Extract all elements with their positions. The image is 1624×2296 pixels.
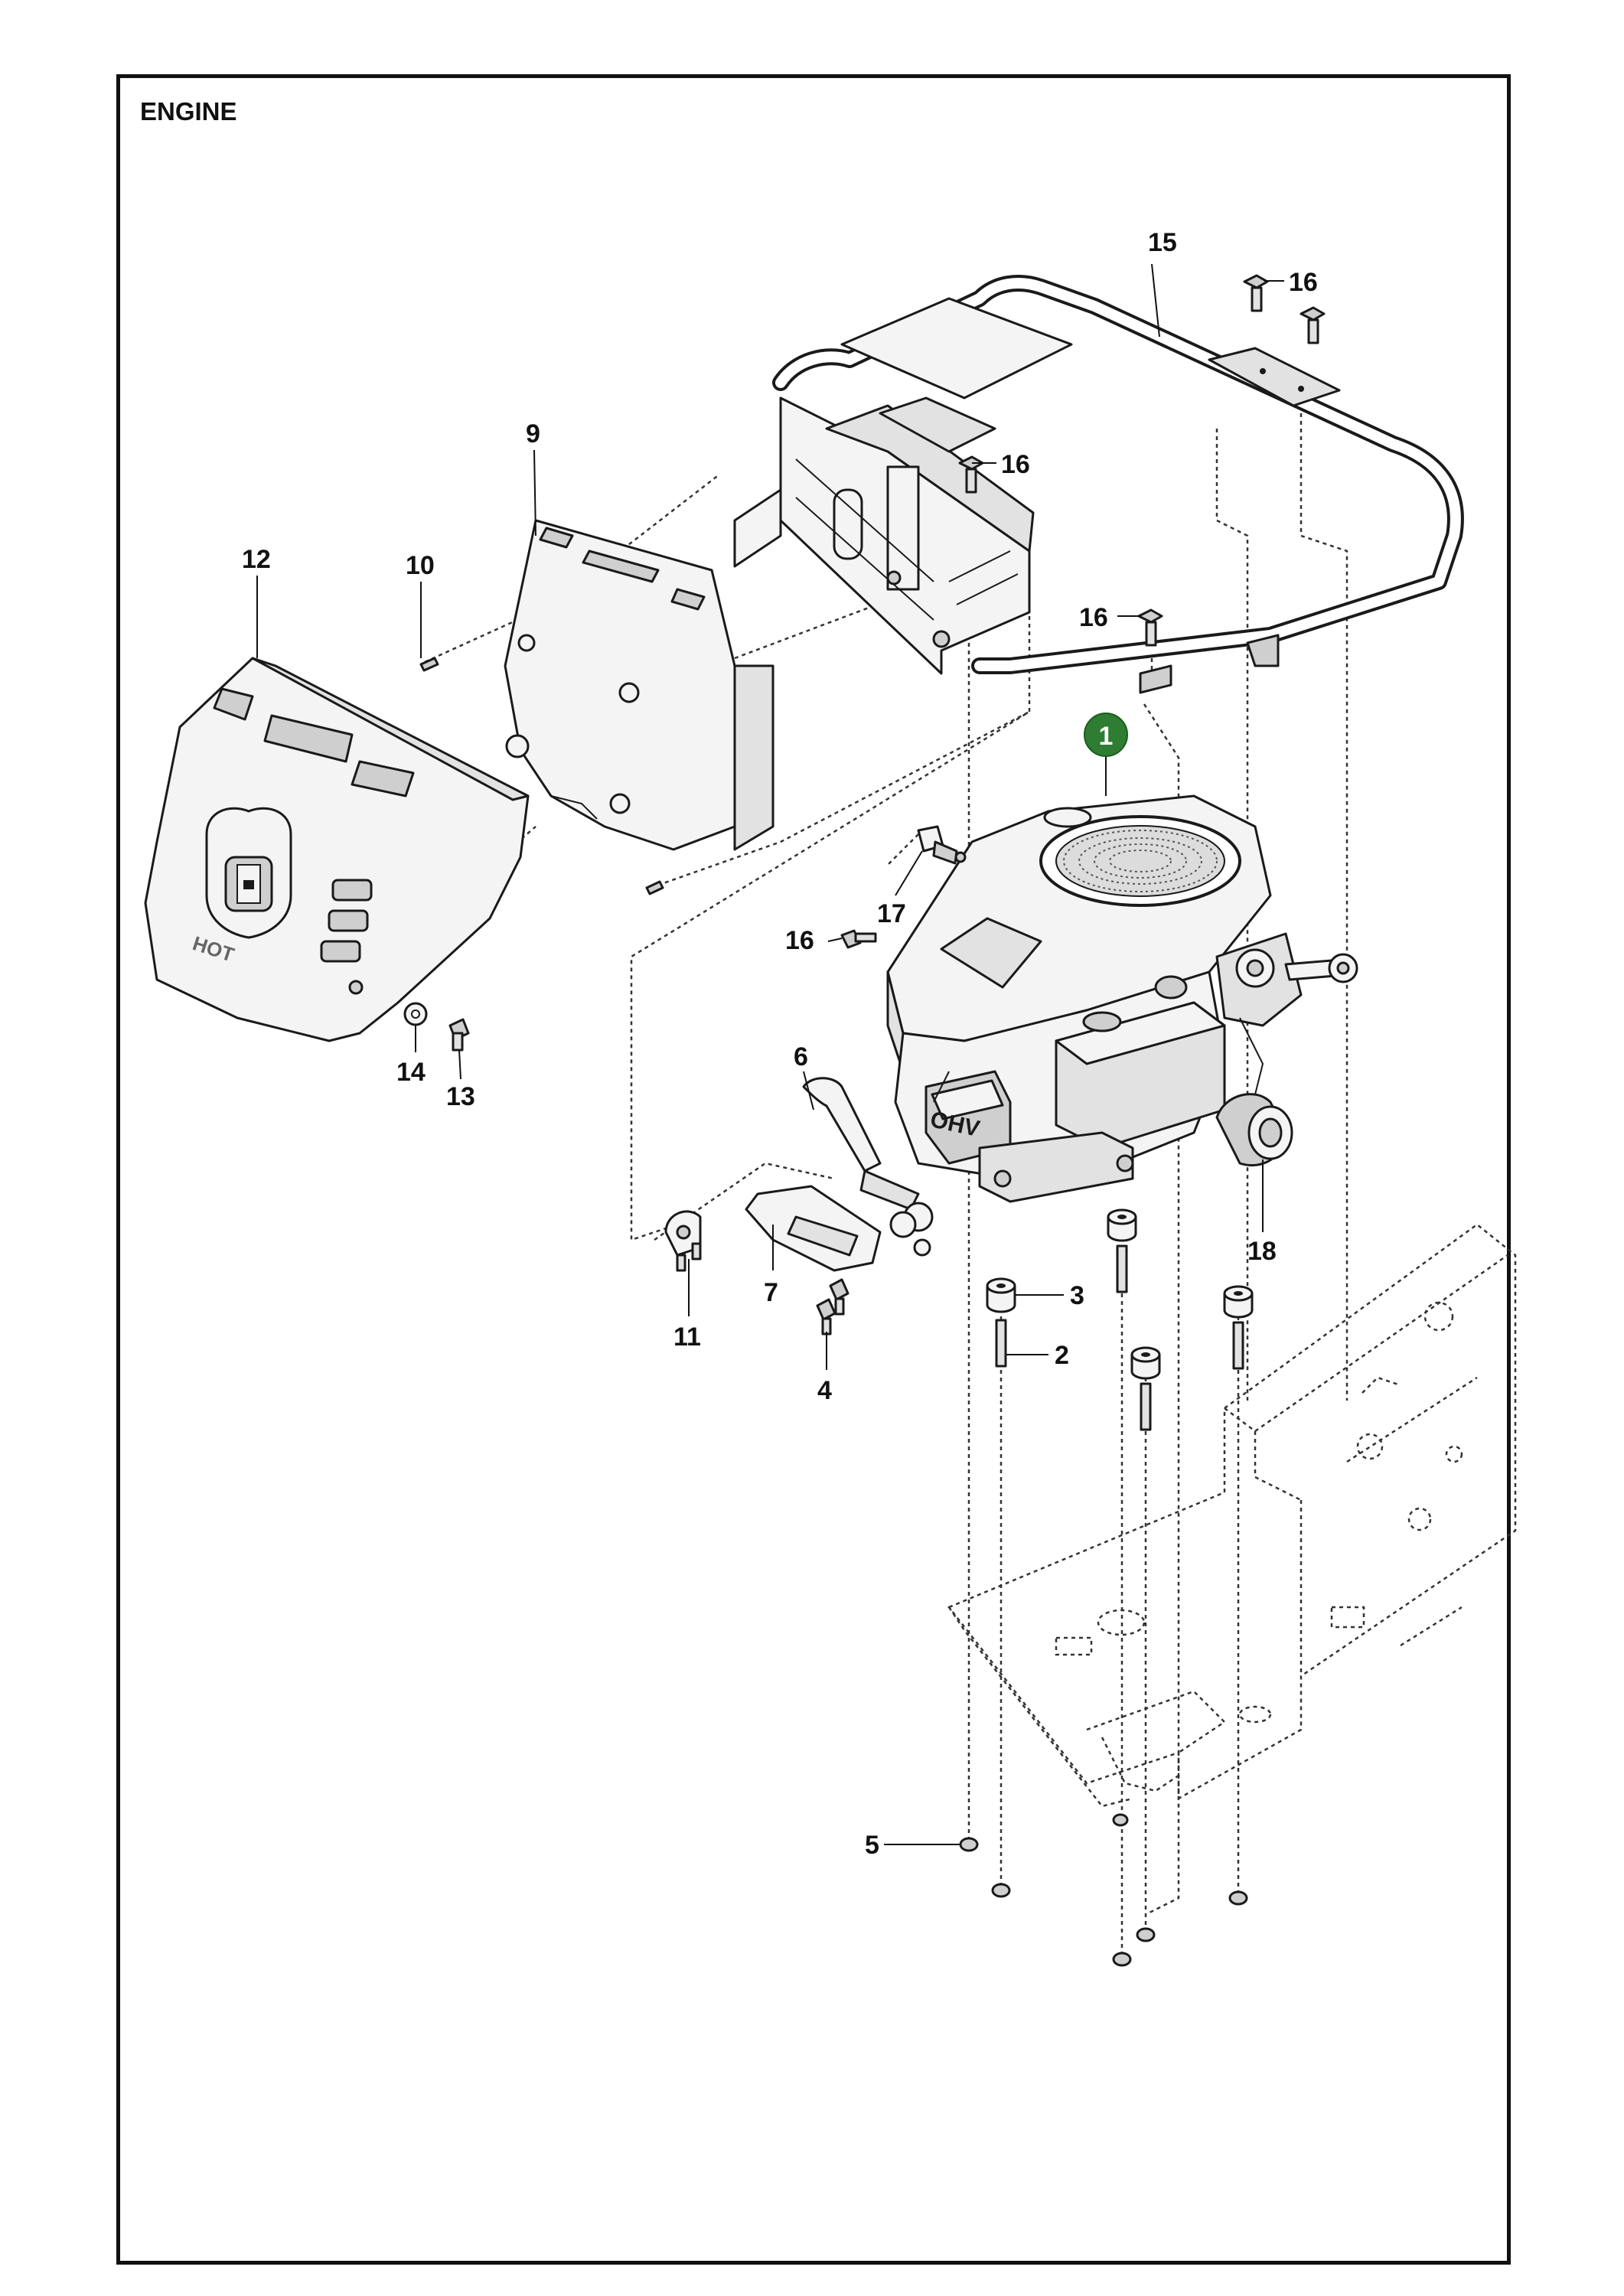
callout-13: 13 xyxy=(446,1082,475,1111)
part-4-screws xyxy=(816,1278,850,1336)
spacers-studs-nuts xyxy=(959,1208,1254,1967)
callout-11: 11 xyxy=(673,1322,701,1352)
callout-12: 12 xyxy=(242,545,271,574)
callout-labels: 15 16 16 16 16 9 12 10 17 14 13 6 18 3 2… xyxy=(242,228,1318,1860)
callout-9: 9 xyxy=(526,419,540,448)
callout-leader-lines xyxy=(256,263,1284,1845)
section-title: ENGINE xyxy=(140,97,237,126)
bolts-16 xyxy=(840,274,1326,949)
part-7-guard xyxy=(745,1185,934,1272)
callout-15: 15 xyxy=(1148,228,1177,257)
part-15-bumper-frame xyxy=(772,275,1464,694)
part-9-inner-cover xyxy=(504,519,774,851)
callout-10: 10 xyxy=(406,551,435,580)
callout-6: 6 xyxy=(794,1042,808,1071)
callout-16: 16 xyxy=(1079,603,1108,632)
part-11-clamp xyxy=(664,1210,702,1272)
seat-bracket xyxy=(733,297,1073,675)
callout-3: 3 xyxy=(1070,1281,1084,1310)
callout-16: 16 xyxy=(785,926,814,955)
assembly-guide-lines xyxy=(359,383,1348,1959)
part-1-engine: OHV xyxy=(886,794,1358,1203)
callout-5: 5 xyxy=(865,1831,879,1860)
callout-16: 16 xyxy=(1289,268,1318,297)
highlight-badge-label: 1 xyxy=(1099,722,1114,751)
callout-17: 17 xyxy=(877,899,906,928)
callout-14: 14 xyxy=(396,1058,426,1087)
callout-16: 16 xyxy=(1001,450,1030,479)
part-12-outer-hood: HOT xyxy=(144,657,530,1042)
screws-small xyxy=(403,657,664,1052)
highlight-badge-part-1: 1 xyxy=(1084,713,1128,796)
callout-4: 4 xyxy=(817,1376,832,1405)
callout-7: 7 xyxy=(764,1278,778,1307)
callout-2: 2 xyxy=(1055,1341,1069,1370)
part-17-fitting xyxy=(917,825,967,865)
chassis-frame-outline xyxy=(947,1223,1517,1808)
callout-18: 18 xyxy=(1247,1237,1277,1266)
diagram-frame xyxy=(116,74,1511,2265)
